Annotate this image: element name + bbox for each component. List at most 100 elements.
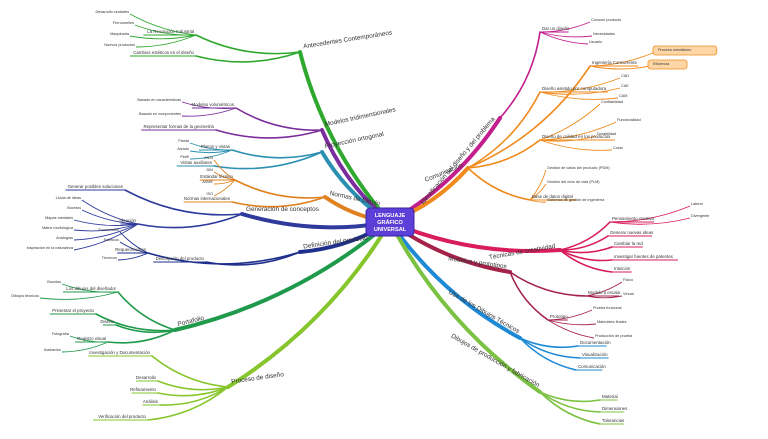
leaf-basado-en-componentes[interactable]: Basado en componentes xyxy=(139,112,181,116)
topic-tolerancias[interactable]: Tolerancias xyxy=(602,418,625,423)
leaf-lluvia-de-ideas[interactable]: Lluvia de ideas xyxy=(56,196,81,200)
topic-base-de-datos-digital[interactable]: Base de datos digital xyxy=(532,194,573,199)
leaf-funcionalidad[interactable]: Funcionalidad xyxy=(617,118,641,122)
leaf-basado-en-caracteristicas[interactable]: Basado en características xyxy=(137,98,181,102)
leaf-prueba-funcional[interactable]: Prueba funcional xyxy=(593,306,622,310)
leaf-produccion-de-prueba[interactable]: Producción de prueba xyxy=(595,334,633,338)
leaf-bocetos[interactable]: Bocetos xyxy=(47,280,61,284)
topic-dar-un-diseno[interactable]: Dar un diseño xyxy=(542,26,570,31)
topic-los-dibujos-del-disenador[interactable]: Los dibujos del diseñador xyxy=(66,286,116,291)
leaf-planta[interactable]: Planta xyxy=(178,139,190,143)
topic-vistas-auxiliares[interactable]: Vistas auxiliares xyxy=(180,160,212,165)
topic-registro-visual[interactable]: Registro visual xyxy=(77,336,106,341)
leaf-desarrollo-ciudades[interactable]: Desarrollo ciudades xyxy=(95,10,129,14)
leaf-conocer-producto[interactable]: Conocer producto xyxy=(591,18,621,22)
topic-investigar-fuentes-de-patentes[interactable]: Investigar fuentes de patentes xyxy=(614,254,674,259)
leaf-funcionales[interactable]: Funcionales xyxy=(99,228,120,232)
topic-requerimientos[interactable]: Requerimientos xyxy=(115,247,147,252)
topic-presentar-el-proyecto[interactable]: Presentar el proyecto xyxy=(52,308,94,313)
topic-refinamiento[interactable]: Refinamiento xyxy=(130,387,156,392)
branch-label-dib[interactable]: Uso de los Dibujos Técnicos xyxy=(447,289,520,335)
branch-label-ident[interactable]: Identificación del diseño y del problema xyxy=(419,116,497,207)
leaf-virtual[interactable]: Virtual xyxy=(623,292,634,296)
leaf-line xyxy=(585,295,623,299)
leaf-cae[interactable]: CAE xyxy=(621,84,629,88)
topic-material[interactable]: Material xyxy=(602,394,618,399)
topic-dimensiones[interactable]: Dimensiones xyxy=(602,406,628,411)
topic-modelos-volumetricos[interactable]: Modelos volumétricos xyxy=(192,102,235,107)
leaf-ansi[interactable]: ANSI xyxy=(204,156,213,160)
branch-label-gen[interactable]: Generación de conceptos xyxy=(246,206,319,213)
topic-estandar-tecnico[interactable]: Estándar técnico xyxy=(200,174,233,179)
leaf-maquinaria[interactable]: Maquinaria xyxy=(110,32,130,36)
topic-investigacion-y-documentacion[interactable]: Investigación y Documentación xyxy=(89,350,150,355)
leaf-costo[interactable]: Costo xyxy=(613,146,623,150)
topic-generar-posibles-soluciones[interactable]: Generar posibles soluciones xyxy=(68,184,124,189)
leaf-perfil[interactable]: Perfil xyxy=(180,155,189,159)
topic-ideacion[interactable]: Ideación xyxy=(119,218,136,223)
leaf-iso[interactable]: ISO xyxy=(206,192,213,196)
child-line-proc-2 xyxy=(157,386,229,397)
leaf-materiales-finales[interactable]: Materiales finales xyxy=(597,320,627,324)
leaf-dibujos-tecnicos[interactable]: Dibujos técnicos xyxy=(11,294,39,298)
leaf-gestion-del-ciclo-de-vida-plm[interactable]: Gestión del ciclo de vida (PLM) xyxy=(547,180,600,184)
central-topic-box[interactable] xyxy=(365,207,415,237)
leaf-durabilidad[interactable]: Durabilidad xyxy=(597,132,616,136)
topic-cambios-esteticos-en-el-diseno[interactable]: Cambios estéticos en el diseño xyxy=(133,50,194,55)
topic-diseno[interactable]: Diseño xyxy=(100,319,114,324)
leaf-fotografia[interactable]: Fotografía xyxy=(52,332,70,336)
topic-desarrollo[interactable]: Desarrollo xyxy=(136,375,157,380)
leaf-alzado[interactable]: Alzado xyxy=(177,147,189,151)
leaf-inspiracion-en-la-naturaleza[interactable]: Inspiración en la naturaleza xyxy=(27,246,74,250)
topic-verificacion-del-producto[interactable]: Verificación del producto xyxy=(98,414,146,419)
branch-label-hist[interactable]: Antecedentes Contemporáneos xyxy=(303,29,393,50)
topic-intuicion[interactable]: Intuición xyxy=(614,266,631,271)
topic-visualizacion[interactable]: Visualización xyxy=(582,352,608,357)
topic-pensamiento-creativo[interactable]: Pensamiento creativo xyxy=(612,216,655,221)
leaf-nuevos-productos[interactable]: Nuevos productos xyxy=(104,43,135,47)
leaf-sistemas-de-gestion-de-ingenieria[interactable]: Sistemas de gestión de ingeniería xyxy=(547,198,605,202)
leaf-fisico[interactable]: Físico xyxy=(623,278,633,282)
leaf-esteticos[interactable]: Estéticos xyxy=(104,238,120,242)
leaf-cad[interactable]: CAD xyxy=(621,74,629,78)
branch-label-proc[interactable]: Proceso de diseño xyxy=(231,371,285,385)
topic-analisis[interactable]: Análisis xyxy=(143,399,159,404)
leaf-gestion-de-datos-del-producto-pdm[interactable]: Gestión de datos del producto (PDM) xyxy=(547,166,610,170)
leaf-necesidades[interactable]: Necesidades xyxy=(593,32,615,36)
leaf-ferrocarriles[interactable]: Ferrocarriles xyxy=(113,21,134,25)
leaf-usuario[interactable]: Usuario xyxy=(589,40,602,44)
topic-prototipo[interactable]: Prototipo xyxy=(550,314,568,319)
topic-la-revolucion-industrial[interactable]: La Revolución Industrial xyxy=(147,29,194,34)
leaf-ilustracion[interactable]: Ilustración xyxy=(44,348,61,352)
leaf-mapas-mentales[interactable]: Mapas mentales xyxy=(45,216,73,220)
child-line-proc-4 xyxy=(147,386,229,421)
leaf-cam[interactable]: CAM xyxy=(619,94,627,98)
topic-diseno-asistido-por-computadora[interactable]: Diseño asistido por computadora xyxy=(542,86,607,91)
leaf-analogias[interactable]: Analogías xyxy=(56,236,73,240)
leaf-proceso-simultaneo[interactable]: Proceso simultáneo xyxy=(658,48,691,52)
leaf-divergente[interactable]: Divergente xyxy=(691,214,709,218)
branch-label-modelos[interactable]: Modelos tridimensionales xyxy=(324,106,396,128)
topic-diseno-de-calidad-en-los-productos[interactable]: Diseño de calidad en los productos xyxy=(542,134,611,139)
topic-descripcion-del-producto[interactable]: Descripción del producto xyxy=(156,256,205,261)
topic-modelo-a-escala[interactable]: Modelo a escala xyxy=(588,290,621,295)
central-topic-line-2: GRÁFICO xyxy=(377,219,403,226)
leaf-matriz-morfologica[interactable]: Matriz morfológica xyxy=(42,226,74,230)
topic-ingenieria-concurrente[interactable]: Ingeniería Concurrente xyxy=(592,60,637,65)
topic-comunicacion[interactable]: Comunicación xyxy=(578,364,606,369)
leaf-asme[interactable]: ASME xyxy=(202,180,213,184)
leaf-tecnicos[interactable]: Técnicos xyxy=(102,256,117,260)
leaf-confiabilidad[interactable]: Confiabilidad xyxy=(601,100,623,104)
topic-documentacion[interactable]: Documentación xyxy=(580,340,611,345)
leaf-lateral[interactable]: Lateral xyxy=(691,202,703,206)
branch-label-proy[interactable]: Proyección ortogonal xyxy=(324,131,384,150)
leaf-bocetos[interactable]: Bocetos xyxy=(67,206,81,210)
topic-planos-y-vistas[interactable]: Planos y vistas xyxy=(201,144,231,149)
topic-generar-nuevas-ideas[interactable]: Generar nuevas ideas xyxy=(610,230,654,235)
topic-normas-internacionales[interactable]: Normas internacionales xyxy=(184,196,231,201)
leaf-din[interactable]: DIN xyxy=(206,168,213,172)
topic-representar-formas-de-la-geometria[interactable]: Representar formas de la geometría xyxy=(143,124,214,129)
topic-cambiar-la-red[interactable]: Cambiar la red xyxy=(614,241,643,246)
leaf-eficiencia[interactable]: Eficiencia xyxy=(653,62,670,66)
child-line-def-1 xyxy=(205,251,301,266)
